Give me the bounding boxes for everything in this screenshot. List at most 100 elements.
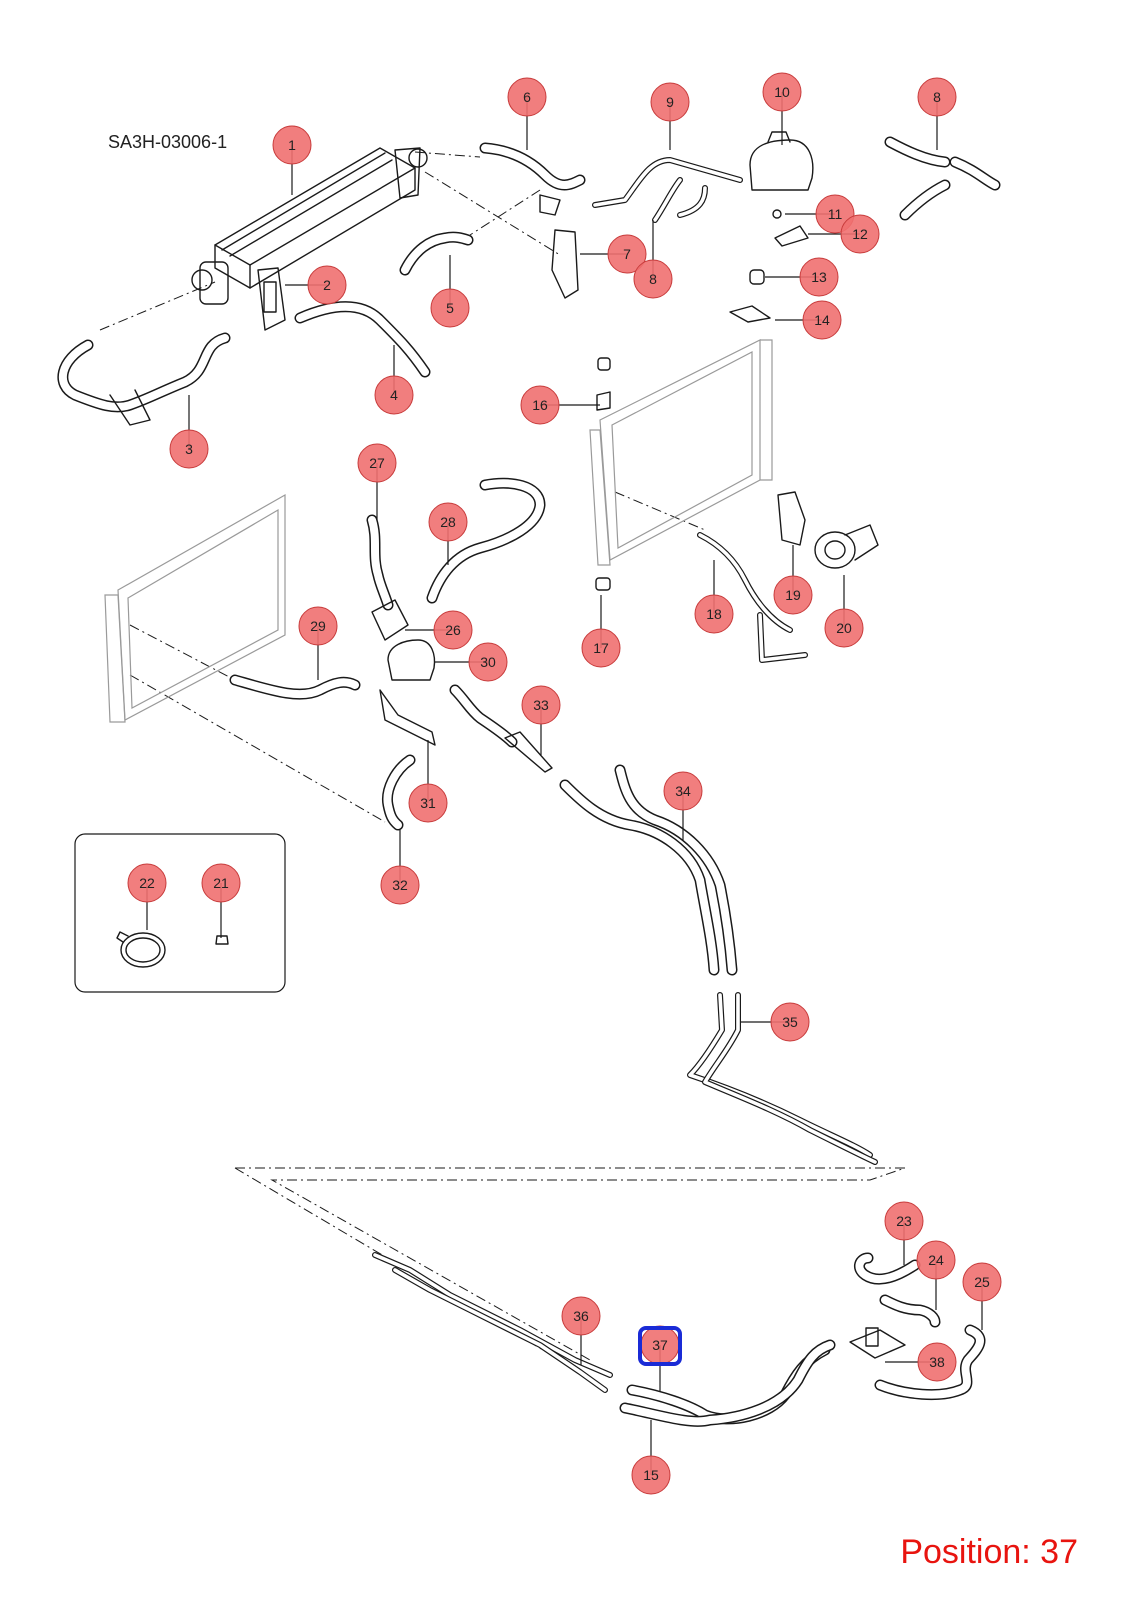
callout-35[interactable]: 35 bbox=[770, 1002, 810, 1042]
callout-bubble[interactable] bbox=[408, 783, 448, 823]
hose-33 bbox=[449, 684, 553, 773]
callout-number: 30 bbox=[480, 654, 496, 670]
callout-bubble[interactable] bbox=[374, 375, 414, 415]
callout-28[interactable]: 28 bbox=[428, 502, 468, 542]
callout-10[interactable]: 10 bbox=[762, 72, 802, 112]
callout-bubble[interactable] bbox=[773, 575, 813, 615]
callout-bubble[interactable] bbox=[607, 234, 647, 274]
hose-29 bbox=[229, 674, 361, 700]
callout-30[interactable]: 30 bbox=[468, 642, 508, 682]
callout-22[interactable]: 22 bbox=[127, 863, 167, 903]
callout-bubble[interactable] bbox=[521, 685, 561, 725]
callout-8[interactable]: 8 bbox=[633, 259, 673, 299]
callout-bubble[interactable] bbox=[430, 288, 470, 328]
callout-bubble[interactable] bbox=[169, 429, 209, 469]
callout-bubble[interactable] bbox=[507, 77, 547, 117]
hose-31-32 bbox=[381, 754, 416, 831]
callout-4[interactable]: 4 bbox=[374, 375, 414, 415]
callout-number: 33 bbox=[533, 697, 549, 713]
callout-number: 23 bbox=[896, 1213, 912, 1229]
callout-number: 20 bbox=[836, 620, 852, 636]
callout-32[interactable]: 32 bbox=[380, 865, 420, 905]
callout-9[interactable]: 9 bbox=[650, 82, 690, 122]
callout-18[interactable]: 18 bbox=[694, 594, 734, 634]
callout-19[interactable]: 19 bbox=[773, 575, 813, 615]
callout-bubble[interactable] bbox=[201, 863, 241, 903]
callout-27[interactable]: 27 bbox=[357, 443, 397, 483]
callout-7[interactable]: 7 bbox=[607, 234, 647, 274]
callout-bubble[interactable] bbox=[561, 1296, 601, 1336]
callout-bubble[interactable] bbox=[824, 608, 864, 648]
callout-38[interactable]: 38 bbox=[917, 1342, 957, 1382]
callout-bubble[interactable] bbox=[380, 865, 420, 905]
callout-26[interactable]: 26 bbox=[433, 610, 473, 650]
callout-bubble[interactable] bbox=[770, 1002, 810, 1042]
callout-bubble[interactable] bbox=[917, 77, 957, 117]
callout-15[interactable]: 15 bbox=[631, 1455, 671, 1495]
intake-duct-6 bbox=[479, 142, 586, 216]
callout-number: 26 bbox=[445, 622, 461, 638]
callout-36[interactable]: 36 bbox=[561, 1296, 601, 1336]
callout-31[interactable]: 31 bbox=[408, 783, 448, 823]
callout-6[interactable]: 6 bbox=[507, 77, 547, 117]
bracket-part-2 bbox=[257, 267, 286, 331]
callout-bubble[interactable] bbox=[884, 1201, 924, 1241]
callout-bubble[interactable] bbox=[307, 265, 347, 305]
callout-number: 16 bbox=[532, 397, 548, 413]
bracket-14 bbox=[729, 305, 771, 323]
callout-number: 8 bbox=[933, 89, 941, 105]
callout-number: 38 bbox=[929, 1354, 945, 1370]
callout-12[interactable]: 12 bbox=[840, 214, 880, 254]
callout-16[interactable]: 16 bbox=[520, 385, 560, 425]
callout-number: 4 bbox=[390, 387, 398, 403]
callout-bubble[interactable] bbox=[272, 125, 312, 165]
callout-bubble[interactable] bbox=[694, 594, 734, 634]
callout-13[interactable]: 13 bbox=[799, 257, 839, 297]
callout-bubble[interactable] bbox=[799, 257, 839, 297]
callout-2[interactable]: 2 bbox=[307, 265, 347, 305]
pipe-35 bbox=[687, 992, 878, 1165]
breather-pipe-9 bbox=[592, 157, 743, 223]
callout-bubble[interactable] bbox=[962, 1262, 1002, 1302]
electric-pump-20 bbox=[814, 524, 879, 569]
callout-bubble[interactable] bbox=[433, 610, 473, 650]
callout-bubble[interactable] bbox=[762, 72, 802, 112]
callout-14[interactable]: 14 bbox=[802, 300, 842, 340]
callout-number: 27 bbox=[369, 455, 385, 471]
callout-24[interactable]: 24 bbox=[916, 1240, 956, 1280]
radiator-right bbox=[589, 339, 773, 566]
callout-number: 29 bbox=[310, 618, 326, 634]
callout-bubble[interactable] bbox=[650, 82, 690, 122]
callout-bubble[interactable] bbox=[663, 771, 703, 811]
callout-1[interactable]: 1 bbox=[272, 125, 312, 165]
callout-number: 5 bbox=[446, 300, 454, 316]
callout-bubble[interactable] bbox=[520, 385, 560, 425]
callout-bubble[interactable] bbox=[917, 1342, 957, 1382]
callout-29[interactable]: 29 bbox=[298, 606, 338, 646]
bracket-7 bbox=[551, 229, 579, 299]
callout-33[interactable]: 33 bbox=[521, 685, 561, 725]
callout-34[interactable]: 34 bbox=[663, 771, 703, 811]
callout-bubble[interactable] bbox=[631, 1455, 671, 1495]
callout-bubble[interactable] bbox=[840, 214, 880, 254]
callout-3[interactable]: 3 bbox=[169, 429, 209, 469]
callout-5[interactable]: 5 bbox=[430, 288, 470, 328]
callout-bubble[interactable] bbox=[916, 1240, 956, 1280]
callout-bubble[interactable] bbox=[357, 443, 397, 483]
callout-number: 6 bbox=[523, 89, 531, 105]
callout-17[interactable]: 17 bbox=[581, 628, 621, 668]
callout-bubble[interactable] bbox=[127, 863, 167, 903]
valve-38 bbox=[849, 1327, 906, 1359]
callout-21[interactable]: 21 bbox=[201, 863, 241, 903]
callout-bubble[interactable] bbox=[428, 502, 468, 542]
callout-bubble[interactable] bbox=[802, 300, 842, 340]
callout-bubble[interactable] bbox=[633, 259, 673, 299]
callout-bubble[interactable] bbox=[298, 606, 338, 646]
callout-23[interactable]: 23 bbox=[884, 1201, 924, 1241]
callout-25[interactable]: 25 bbox=[962, 1262, 1002, 1302]
callout-20[interactable]: 20 bbox=[824, 608, 864, 648]
callout-bubble[interactable] bbox=[468, 642, 508, 682]
callout-37[interactable]: 37 bbox=[640, 1325, 680, 1365]
callout-8[interactable]: 8 bbox=[917, 77, 957, 117]
callout-bubble[interactable] bbox=[581, 628, 621, 668]
